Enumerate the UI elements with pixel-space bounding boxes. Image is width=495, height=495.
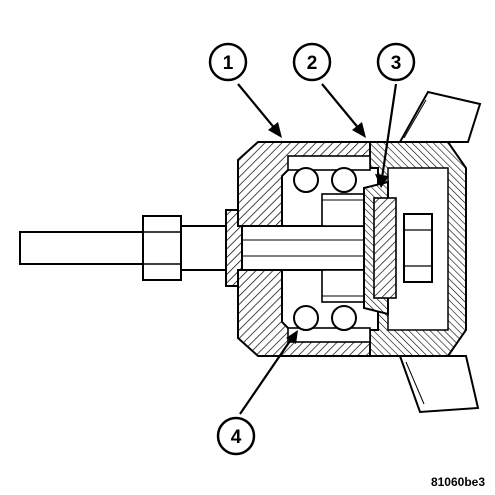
arrowhead-1 (268, 122, 282, 138)
svg-text:4: 4 (231, 427, 242, 448)
leader-line-4 (239, 337, 293, 415)
svg-text:1: 1 (223, 53, 234, 74)
leader-arrowheads (268, 122, 389, 344)
figure-id: 81060be3 (431, 475, 485, 489)
hex-nut-right (403, 213, 433, 283)
leader-line-3 (380, 83, 398, 179)
callout-3: 3 (376, 42, 416, 82)
svg-text:3: 3 (391, 53, 402, 74)
callout-4: 4 (216, 416, 256, 456)
knuckle-lower-arm (398, 355, 480, 414)
arrowhead-4 (286, 330, 298, 344)
washer (225, 209, 243, 287)
knuckle-upper-arm (398, 90, 482, 143)
bearing-balls (293, 167, 357, 331)
leader-line-1 (237, 83, 277, 131)
driver-adapter (363, 180, 397, 316)
arrowhead-2 (352, 122, 366, 138)
callout-1: 1 (208, 42, 248, 82)
leader-lines (237, 83, 398, 415)
bearing-outer-race (287, 155, 371, 343)
forcing-screw-shaft (19, 231, 147, 265)
hex-nut-left (142, 215, 182, 281)
arrowhead-3 (375, 174, 389, 188)
callout-2: 2 (292, 42, 332, 82)
leader-line-2 (321, 83, 361, 131)
svg-text:2: 2 (307, 53, 318, 74)
bearing-inner-race (321, 193, 371, 303)
